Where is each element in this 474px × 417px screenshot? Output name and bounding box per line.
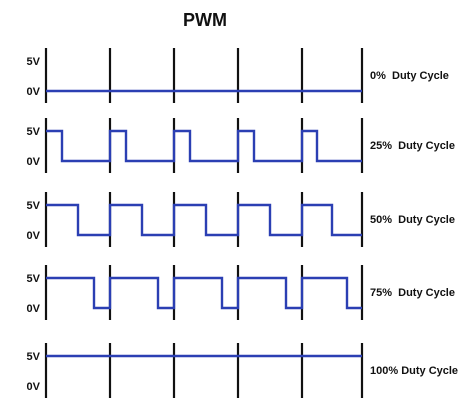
waveform-row-1: 5V 0V 25% Duty Cycle bbox=[27, 118, 455, 173]
pwm-signal bbox=[46, 129, 362, 163]
low-voltage-label: 0V bbox=[27, 303, 41, 315]
waveform-row-2: 5V 0V 50% Duty Cycle bbox=[27, 192, 455, 247]
duty-cycle-label: 75% Duty Cycle bbox=[370, 287, 455, 299]
low-voltage-label: 0V bbox=[27, 86, 41, 98]
waveform-row-3: 5V 0V 75% Duty Cycle bbox=[27, 265, 455, 320]
high-voltage-label: 5V bbox=[27, 200, 41, 212]
high-voltage-label: 5V bbox=[27, 351, 41, 363]
waveform-row-4: 5V 0V 100% Duty Cycle bbox=[27, 343, 458, 398]
duty-cycle-label: 100% Duty Cycle bbox=[370, 365, 458, 377]
low-voltage-label: 0V bbox=[27, 230, 41, 242]
duty-cycle-label: 0% Duty Cycle bbox=[370, 70, 449, 82]
high-voltage-label: 5V bbox=[27, 273, 41, 285]
high-voltage-label: 5V bbox=[27, 56, 41, 68]
high-voltage-label: 5V bbox=[27, 126, 41, 138]
duty-cycle-label: 25% Duty Cycle bbox=[370, 140, 455, 152]
waveform-row-0: 5V 0V 0% Duty Cycle bbox=[27, 48, 449, 103]
low-voltage-label: 0V bbox=[27, 156, 41, 168]
duty-cycle-label: 50% Duty Cycle bbox=[370, 214, 455, 226]
low-voltage-label: 0V bbox=[27, 381, 41, 393]
pwm-signal bbox=[46, 276, 362, 310]
diagram-title: PWM bbox=[183, 10, 227, 30]
pwm-signal bbox=[46, 203, 362, 237]
